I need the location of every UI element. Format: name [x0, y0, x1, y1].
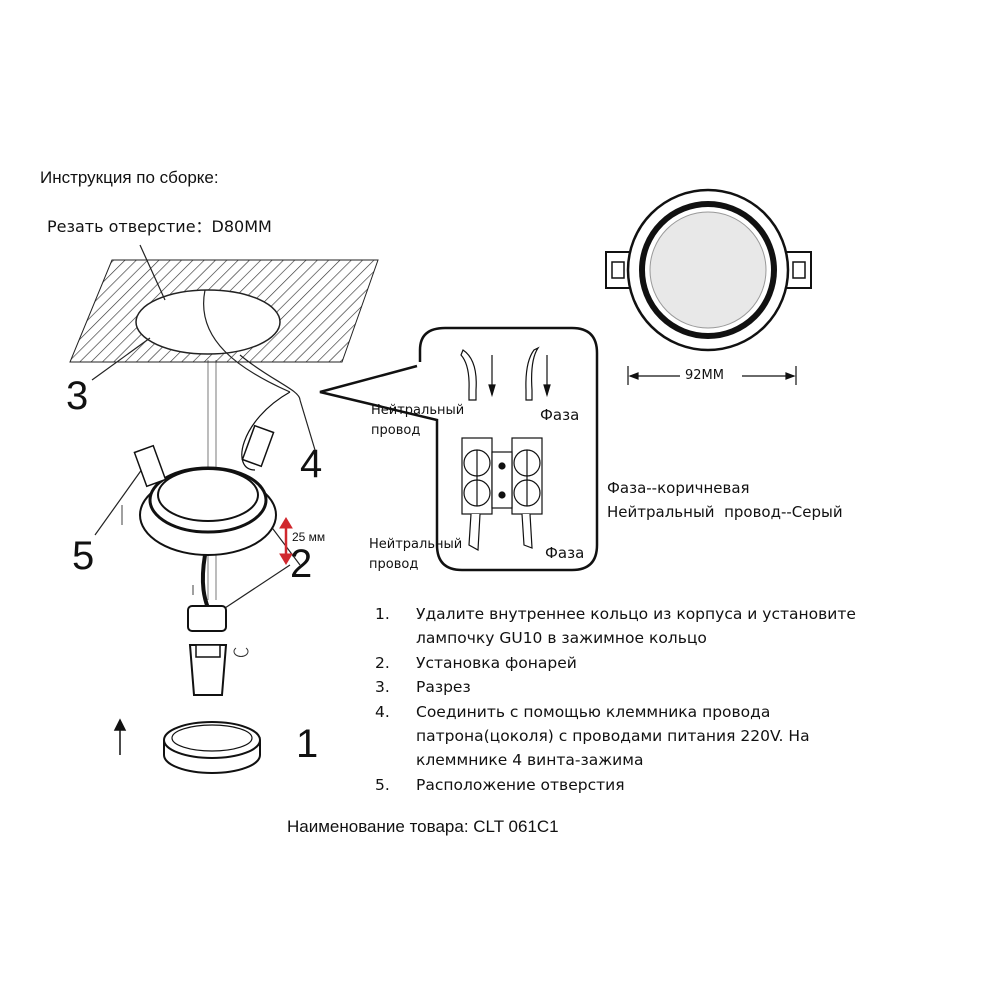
wiring-detail-bubble	[319, 326, 599, 572]
step-item: 2.Установка фонарей	[375, 653, 577, 672]
neutral-wire-label-top: Нейтральный провод	[371, 403, 465, 438]
callout-1: 1	[296, 722, 319, 766]
legend-neutral: Нейтральный провод--Серый	[607, 503, 843, 521]
height-dimension-label: 25 мм	[292, 530, 326, 544]
callout-3: 3	[66, 374, 89, 418]
step-item: 3.Разрез	[375, 678, 471, 697]
neutral-wire-label-bottom: Нейтральный провод	[369, 537, 463, 572]
step-item: 5.Расположение отверстия	[375, 775, 625, 794]
step-item: 1.Удалите внутреннее кольцо из корпуса и…	[375, 605, 856, 648]
diameter-dimension-label: 92MM	[685, 368, 724, 383]
phase-wire-label-top: Фаза	[540, 406, 580, 424]
step-item: 4.Соединить с помощью клеммника провода …	[375, 702, 810, 770]
product-name: Наименование товара: CLT 061C1	[287, 817, 559, 836]
steps-list: 1.Удалите внутреннее кольцо из корпуса и…	[375, 602, 886, 797]
cut-hole-label: Резать отверстие：D80MM	[47, 217, 272, 236]
callout-4: 4	[300, 442, 323, 486]
legend-phase: Фаза--коричневая	[607, 479, 750, 497]
height-dimension-arrow	[279, 517, 293, 565]
callout-2: 2	[290, 542, 313, 586]
fixture-housing	[133, 391, 291, 774]
callout-5: 5	[72, 534, 95, 578]
page-title: Инструкция по сборке:	[40, 168, 219, 187]
ceiling-hatch	[69, 259, 379, 363]
top-view-fixture	[605, 188, 812, 352]
terminal-block	[460, 346, 551, 551]
phase-wire-label-bottom: Фаза	[545, 544, 585, 562]
